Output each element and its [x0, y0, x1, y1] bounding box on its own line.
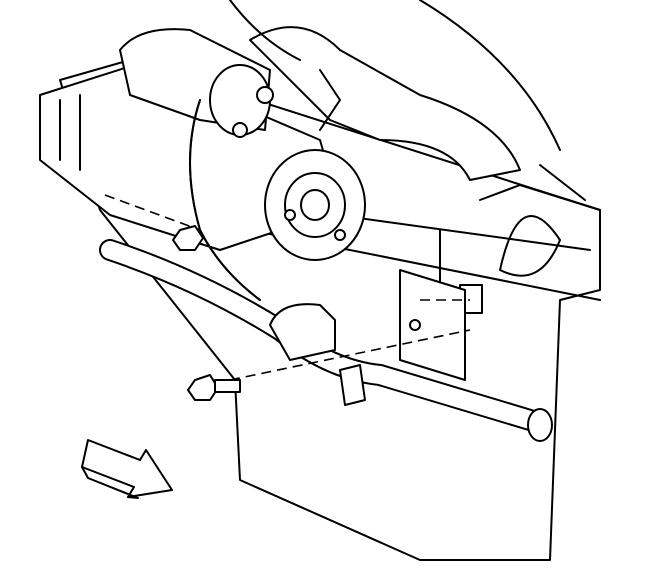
alignment-line	[229, 329, 471, 381]
bracket-bolt	[187, 374, 241, 401]
exhaust-pipe	[229, 0, 561, 181]
harness-bracket	[339, 269, 466, 406]
bracket-nut	[172, 225, 204, 251]
oil-filter	[269, 303, 336, 361]
alignment-line	[104, 194, 201, 231]
solenoid	[119, 28, 274, 138]
direction-arrow-icon	[81, 439, 173, 499]
